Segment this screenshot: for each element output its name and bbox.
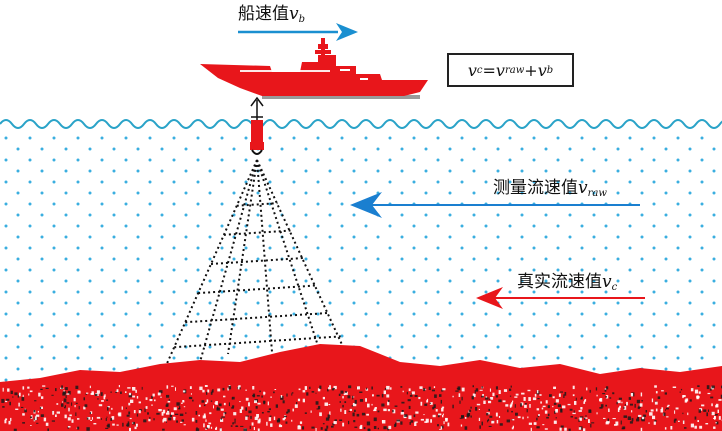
formula-term1-sub: raw bbox=[504, 64, 525, 76]
water-surface-wave bbox=[0, 119, 722, 129]
depth-bin-line bbox=[185, 311, 330, 324]
measured-flow-text: 测量流速值 bbox=[493, 178, 578, 198]
adcp-icon bbox=[250, 118, 264, 155]
ship-speed-label: 船速值vb bbox=[238, 6, 305, 25]
measured-flow-sub: raw bbox=[587, 188, 607, 199]
depth-bin-line bbox=[223, 229, 291, 236]
true-flow-label: 真实流速值vc bbox=[517, 274, 617, 293]
acoustic-beams bbox=[164, 159, 351, 369]
depth-bin-line bbox=[210, 257, 304, 265]
depth-bin-line bbox=[236, 202, 278, 207]
measured-flow-arrow bbox=[350, 192, 640, 218]
formula-lhs-sub: c bbox=[476, 64, 483, 76]
true-flow-text: 真实流速值 bbox=[517, 272, 602, 292]
beam-line bbox=[256, 159, 273, 353]
mount-arrow bbox=[250, 96, 264, 118]
formula-plus: + bbox=[524, 60, 538, 80]
formula-term2-sub: b bbox=[546, 64, 554, 76]
seabed bbox=[0, 344, 722, 431]
formula-term2-var: v bbox=[537, 60, 547, 80]
measured-flow-label: 测量流速值vraw bbox=[493, 180, 607, 199]
ship-icon bbox=[200, 38, 428, 99]
seabed-texture bbox=[1, 385, 722, 431]
true-flow-sub: c bbox=[611, 282, 618, 293]
measured-flow-var: v bbox=[578, 178, 588, 198]
true-flow-arrow bbox=[476, 287, 645, 309]
beam-line bbox=[256, 159, 351, 363]
ship-speed-sub: b bbox=[298, 14, 306, 25]
ship-speed-text: 船速值 bbox=[238, 4, 289, 24]
true-flow-var: v bbox=[602, 272, 612, 292]
ship-speed-arrow bbox=[238, 23, 358, 41]
formula-equals: = bbox=[482, 60, 496, 80]
formula-term1-var: v bbox=[495, 60, 505, 80]
formula-lhs-var: v bbox=[467, 60, 477, 80]
ship-speed-var: v bbox=[289, 4, 299, 24]
